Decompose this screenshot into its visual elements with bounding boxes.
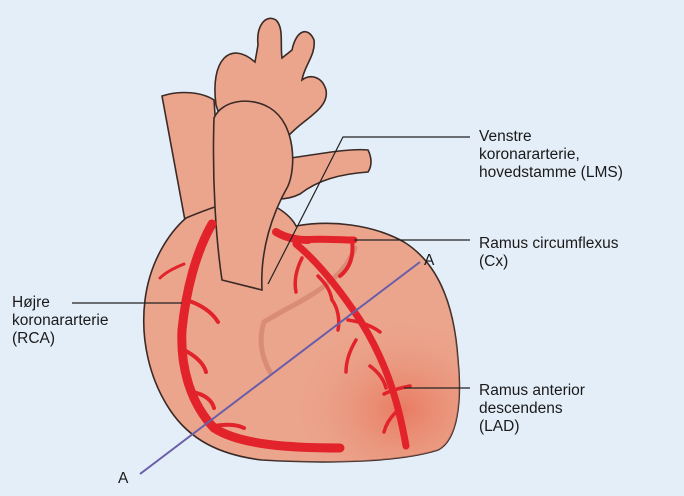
label-lms-line-3: hovedstamme (LMS) [479, 164, 623, 181]
label-lad: Ramus anterior descendens (LAD) [479, 382, 585, 436]
label-lms: Venstre koronararterie, hovedstamme (LMS… [479, 128, 623, 182]
leader-lines [72, 136, 470, 389]
leader-line-lms [267, 136, 470, 285]
label-rca-line-2: koronararterie [12, 312, 109, 329]
left-coronary-artery [272, 228, 412, 450]
label-lms-line-2: koronararterie, [479, 146, 580, 163]
label-lad-line-3: (LAD) [479, 418, 520, 435]
label-lad-line-2: descendens [479, 400, 563, 417]
label-rca-line-3: (RCA) [12, 330, 56, 347]
label-lms-line-1: Venstre [479, 128, 532, 145]
section-label-bottom: A [118, 470, 129, 487]
section-label-top: A [424, 252, 435, 269]
section-line-a-a [139, 261, 421, 475]
label-rca: Højre koronararterie (RCA) [12, 294, 109, 348]
label-rca-line-1: Højre [12, 294, 50, 311]
right-coronary-artery [158, 219, 345, 453]
label-lad-line-1: Ramus anterior [479, 382, 585, 399]
label-cx: Ramus circumflexus (Cx) [479, 235, 619, 271]
interventricular-groove [258, 245, 358, 375]
label-cx-line-1: Ramus circumflexus [479, 235, 619, 252]
label-cx-line-2: (Cx) [479, 253, 509, 270]
